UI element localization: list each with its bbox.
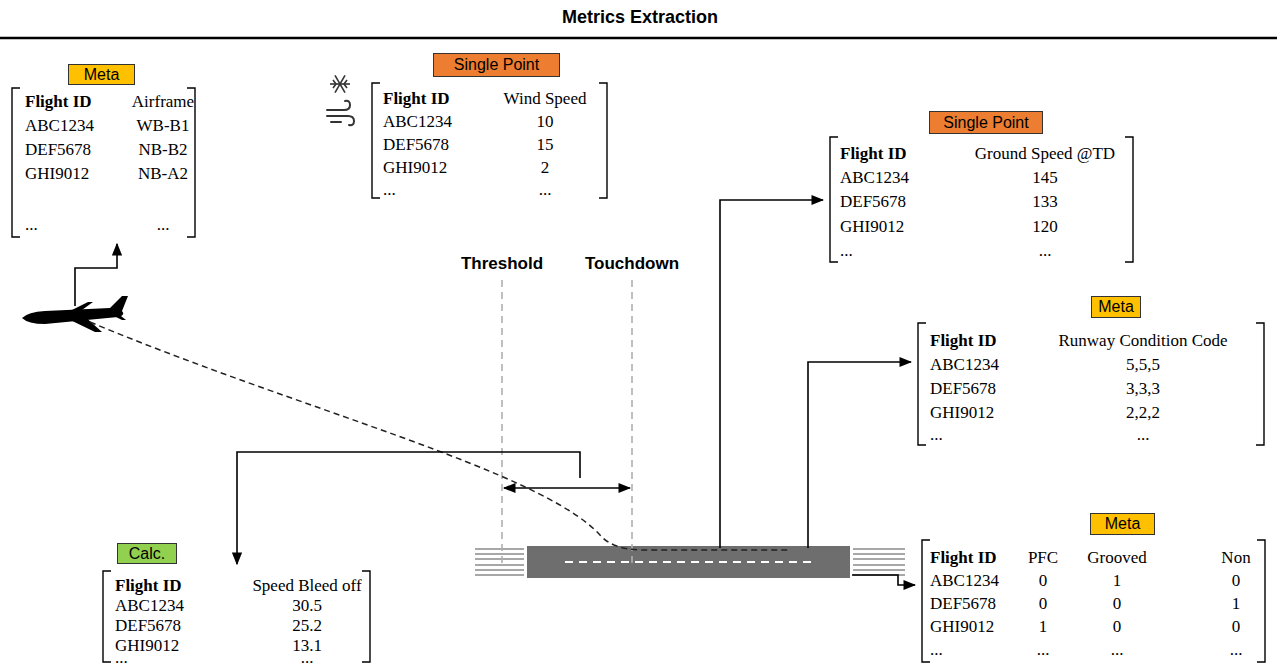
diagram-title: Metrics Extraction	[562, 7, 718, 28]
table-cell: ...	[115, 649, 128, 666]
table-cell: Flight ID	[383, 90, 450, 107]
table-cell: Ground Speed @TD	[975, 145, 1115, 162]
matrix-brackets	[12, 83, 1265, 662]
table-cell: Runway Condition Code	[1058, 332, 1227, 349]
table-cell: 1	[1113, 572, 1122, 589]
tag-text: Calc.	[129, 545, 165, 563]
table-cell: ...	[383, 181, 396, 198]
table-cell: Flight ID	[25, 93, 92, 110]
runway	[475, 546, 905, 578]
table-cell: Non	[1221, 549, 1250, 566]
tag-text: Single Point	[454, 56, 539, 74]
marker-label: Threshold	[461, 255, 543, 272]
table-cell: GHI9012	[383, 159, 447, 176]
table-cell: DEF5678	[930, 595, 996, 612]
table-cell: 15	[537, 136, 554, 153]
table-cell: 10	[537, 113, 554, 130]
table-cell: 0	[1232, 618, 1241, 635]
table-cell: 30.5	[292, 597, 322, 614]
table-cell: 145	[1032, 169, 1058, 186]
table-cell: Airframe	[132, 93, 194, 110]
table-cell: Flight ID	[930, 549, 997, 566]
table-cell: 25.2	[292, 617, 322, 634]
tag-box: Single Point	[433, 53, 560, 77]
table-cell: 2,2,2	[1126, 404, 1160, 421]
table-cell: DEF5678	[25, 141, 91, 158]
table-cell: ...	[25, 216, 38, 233]
table-cell: Flight ID	[930, 332, 997, 349]
tag-text: Single Point	[943, 114, 1028, 132]
table-cell: ABC1234	[383, 113, 452, 130]
table-cell: ...	[1230, 641, 1243, 658]
table-cell: 1	[1039, 618, 1048, 635]
table-cell: Flight ID	[115, 577, 182, 594]
tag-box: Meta	[68, 64, 135, 85]
table-cell: ABC1234	[930, 356, 999, 373]
table-cell: ...	[157, 216, 170, 233]
snowflake-icon	[330, 75, 350, 92]
table-cell: 0	[1113, 595, 1122, 612]
table-cell: ABC1234	[115, 597, 184, 614]
table-cell: GHI9012	[930, 618, 994, 635]
table-cell: 0	[1232, 572, 1241, 589]
table-cell: ...	[539, 181, 552, 198]
table-cell: 0	[1039, 572, 1048, 589]
tag-box: Meta	[1090, 513, 1155, 535]
table-cell: ABC1234	[25, 117, 94, 134]
table-cell: NB-A2	[138, 165, 188, 182]
table-cell: WB-B1	[137, 117, 190, 134]
tag-text: Meta	[84, 66, 120, 84]
table-cell: ...	[301, 649, 314, 666]
wind-icon	[327, 101, 354, 125]
table-cell: GHI9012	[840, 218, 904, 235]
table-cell: 0	[1113, 618, 1122, 635]
marker-label: Touchdown	[585, 255, 679, 272]
table-cell: NB-B2	[138, 141, 187, 158]
table-cell: GHI9012	[25, 165, 89, 182]
table-cell: ...	[1037, 641, 1050, 658]
tag-text: Meta	[1105, 515, 1141, 533]
table-cell: ...	[930, 426, 943, 443]
tag-box: Meta	[1091, 296, 1141, 318]
table-cell: ...	[1111, 641, 1124, 658]
table-cell: 2	[541, 159, 550, 176]
leader-arrows	[75, 200, 915, 585]
table-cell: Grooved	[1087, 549, 1146, 566]
table-cell: PFC	[1028, 549, 1058, 566]
table-cell: Speed Bleed off	[252, 577, 361, 594]
table-cell: ABC1234	[840, 169, 909, 186]
table-cell: ...	[1137, 426, 1150, 443]
table-cell: ...	[1039, 242, 1052, 259]
tag-text: Meta	[1098, 298, 1134, 316]
table-cell: DEF5678	[930, 380, 996, 397]
table-cell: DEF5678	[115, 617, 181, 634]
table-cell: 3,3,3	[1126, 380, 1160, 397]
table-cell: Wind Speed	[504, 90, 587, 107]
tag-box: Single Point	[929, 111, 1043, 134]
table-cell: DEF5678	[383, 136, 449, 153]
flight-path	[90, 322, 790, 550]
table-cell: GHI9012	[930, 404, 994, 421]
table-cell: Flight ID	[840, 145, 907, 162]
table-cell: ABC1234	[930, 572, 999, 589]
table-cell: 120	[1032, 218, 1058, 235]
tag-box: Calc.	[117, 543, 177, 564]
table-cell: DEF5678	[840, 193, 906, 210]
table-cell: 5,5,5	[1126, 356, 1160, 373]
table-cell: 1	[1232, 595, 1241, 612]
table-cell: 133	[1032, 193, 1058, 210]
table-cell: ...	[840, 242, 853, 259]
guide-lines	[502, 280, 632, 565]
table-cell: ...	[930, 641, 943, 658]
title-rule	[0, 37, 1277, 40]
table-cell: 0	[1039, 595, 1048, 612]
